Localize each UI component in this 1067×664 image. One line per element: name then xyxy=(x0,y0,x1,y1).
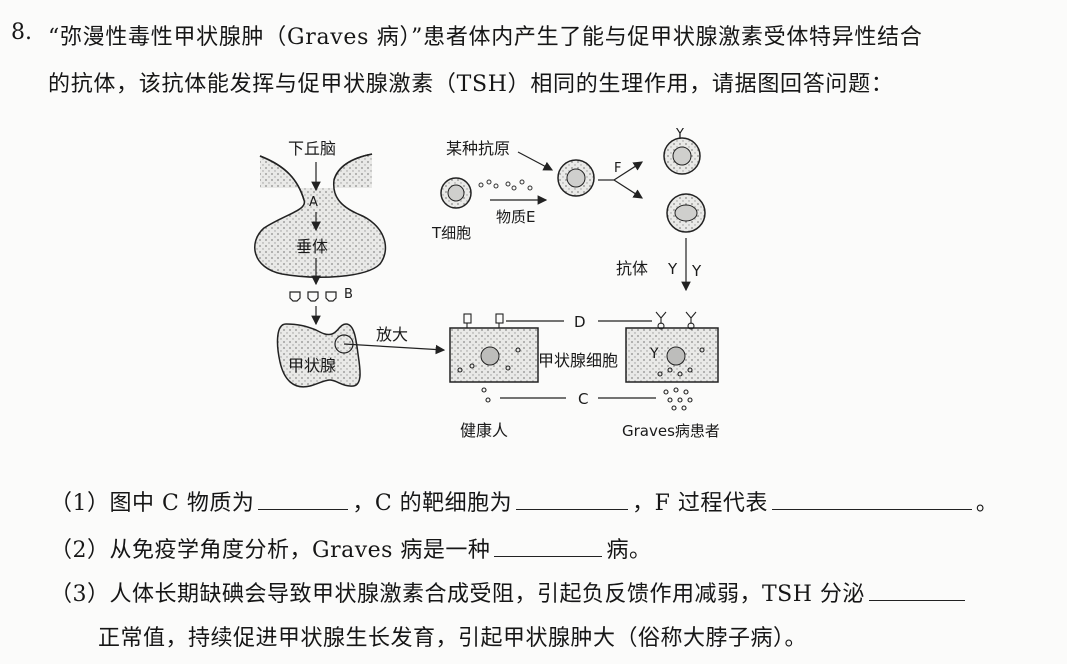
hypothalamus-pituitary-shape xyxy=(254,154,386,278)
question-1: （1）图中 C 物质为 ，C 的靶细胞为 ，F 过程代表 。 xyxy=(50,485,998,517)
t-cell-label: T细胞 xyxy=(431,224,471,242)
magnify-label: 放大 xyxy=(376,325,408,344)
antibody-glyph-1: Y xyxy=(667,260,678,278)
q1-text-end: 。 xyxy=(975,491,999,516)
healthy-label: 健康人 xyxy=(460,421,508,440)
antibody-glyph-cell: Y xyxy=(649,346,659,362)
question-stem-line-2: 的抗体，该抗体能发挥与促甲状腺激素（TSH）相同的生理作用，请据图回答问题： xyxy=(48,72,894,97)
question-3-continued: 正常值，持续促进甲状腺生长发育，引起甲状腺肿大（俗称大脖子病）。 xyxy=(98,626,808,651)
question-3: （3）人体长期缺碘会导致甲状腺激素合成受阻，引起负反馈作用减弱，TSH 分泌 xyxy=(50,576,969,608)
question-2: （2）从免疫学角度分析，Graves 病是一种 病。 xyxy=(50,532,651,564)
q1-text-a: （1）图中 C 物质为 xyxy=(50,491,255,516)
q1-text-b: ，C 的靶细胞为 xyxy=(352,491,513,516)
patient-label: Graves病患者 xyxy=(622,422,720,440)
label-d: D xyxy=(574,313,586,331)
q3-blank[interactable] xyxy=(868,582,965,601)
q1-text-c: ，F 过程代表 xyxy=(632,491,768,516)
hypothalamus-label: 下丘脑 xyxy=(288,139,336,158)
label-b: B xyxy=(344,287,353,302)
antibody-label: 抗体 xyxy=(616,259,648,278)
substance-e-label: 物质E xyxy=(496,208,535,226)
label-c: C xyxy=(578,390,588,408)
tsh-molecules xyxy=(289,291,337,302)
question-number: 8. xyxy=(11,20,32,45)
antibody-glyph-2: Y xyxy=(691,262,702,280)
question-stem-line-1: “弥漫性毒性甲状腺肿（Graves 病）”患者体内产生了能与促甲状腺激素受体特异… xyxy=(48,25,923,50)
thyroid-shape xyxy=(276,323,361,388)
antigen-label: 某种抗原 xyxy=(446,139,510,158)
label-f: F xyxy=(614,161,621,176)
q2-text-a: （2）从免疫学角度分析，Graves 病是一种 xyxy=(50,538,491,563)
graves-diagram: 下丘脑 A 垂体 B 甲状腺 放大 某种抗原 T细胞 物质E F Y 抗体 Y … xyxy=(254,118,720,440)
label-a: A xyxy=(309,195,318,210)
q3-text-a: （3）人体长期缺碘会导致甲状腺激素合成受阻，引起负反馈作用减弱，TSH 分泌 xyxy=(50,582,865,607)
q1-blank-3[interactable] xyxy=(771,491,972,510)
antibody-glyph-top: Y xyxy=(675,127,684,142)
pituitary-label: 垂体 xyxy=(296,237,328,256)
q1-blank-1[interactable] xyxy=(258,491,349,510)
thyroid-cell-label: 甲状腺细胞 xyxy=(538,351,618,370)
q2-blank[interactable] xyxy=(494,538,603,557)
thyroid-label: 甲状腺 xyxy=(288,356,336,375)
q2-text-b: 病。 xyxy=(606,538,652,563)
q1-blank-2[interactable] xyxy=(516,491,629,510)
